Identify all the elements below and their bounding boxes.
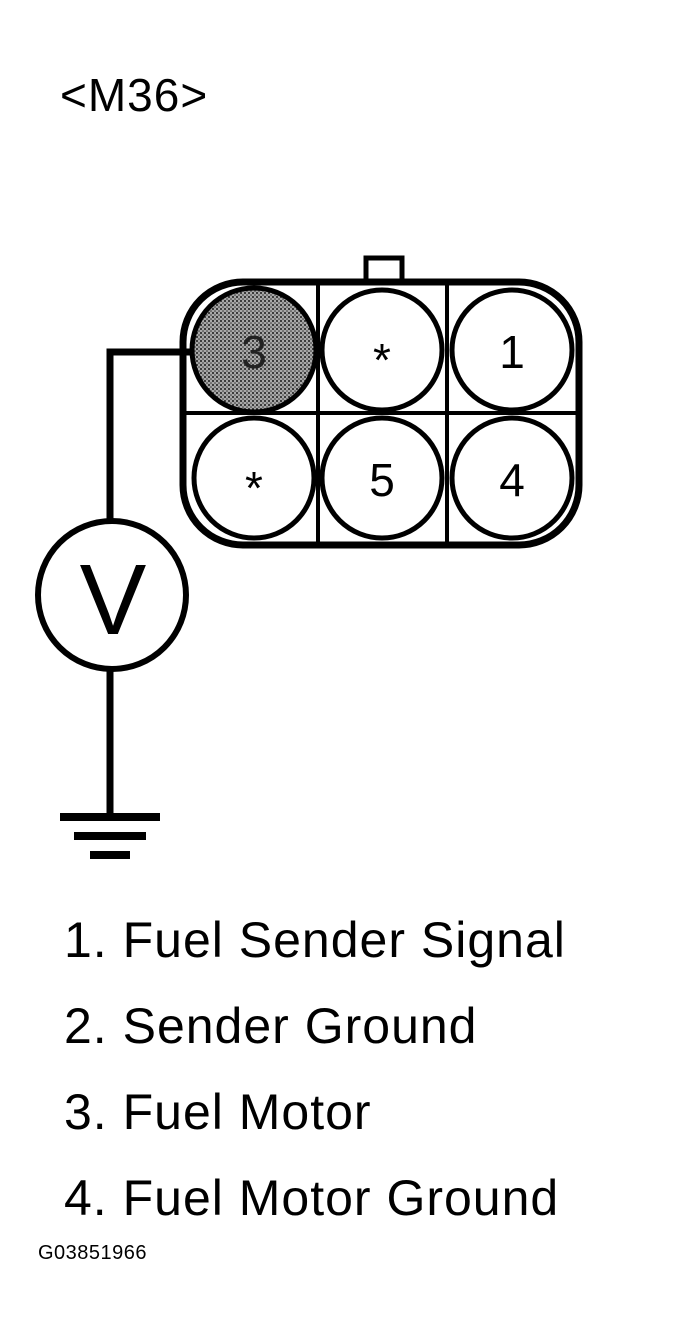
voltmeter-label: V [80, 544, 147, 656]
connector-diagram: 3 * 1 * 5 4 V [35, 255, 583, 859]
pin-label-3: 3 [241, 326, 267, 378]
legend-item: 3. Fuel Motor [64, 1084, 372, 1140]
connector-latch [363, 255, 405, 285]
ground-symbol-icon [60, 813, 160, 859]
figure-id: G03851966 [38, 1242, 148, 1264]
legend-item: 1. Fuel Sender Signal [64, 912, 566, 968]
pin-cavity-bottom-left [191, 415, 317, 541]
pin-label-1: 1 [499, 326, 525, 378]
pin-legend: 1. Fuel Sender Signal 2. Sender Ground 3… [64, 915, 566, 1259]
connector-title: <M36> [60, 69, 209, 121]
pin-label-top-middle: * [373, 334, 391, 386]
legend-item: 4. Fuel Motor Ground [64, 1170, 560, 1226]
legend-item: 2. Sender Ground [64, 998, 478, 1054]
pin-label-4: 4 [499, 454, 525, 506]
pin-cavity-1 [449, 287, 575, 413]
probe-wire [106, 348, 192, 522]
pin-cavity-5 [319, 415, 445, 541]
pin-label-bottom-left: * [245, 462, 263, 514]
pin-cavity-4 [449, 415, 575, 541]
pin-label-5: 5 [369, 454, 395, 506]
pin-cavity-top-middle [319, 287, 445, 413]
